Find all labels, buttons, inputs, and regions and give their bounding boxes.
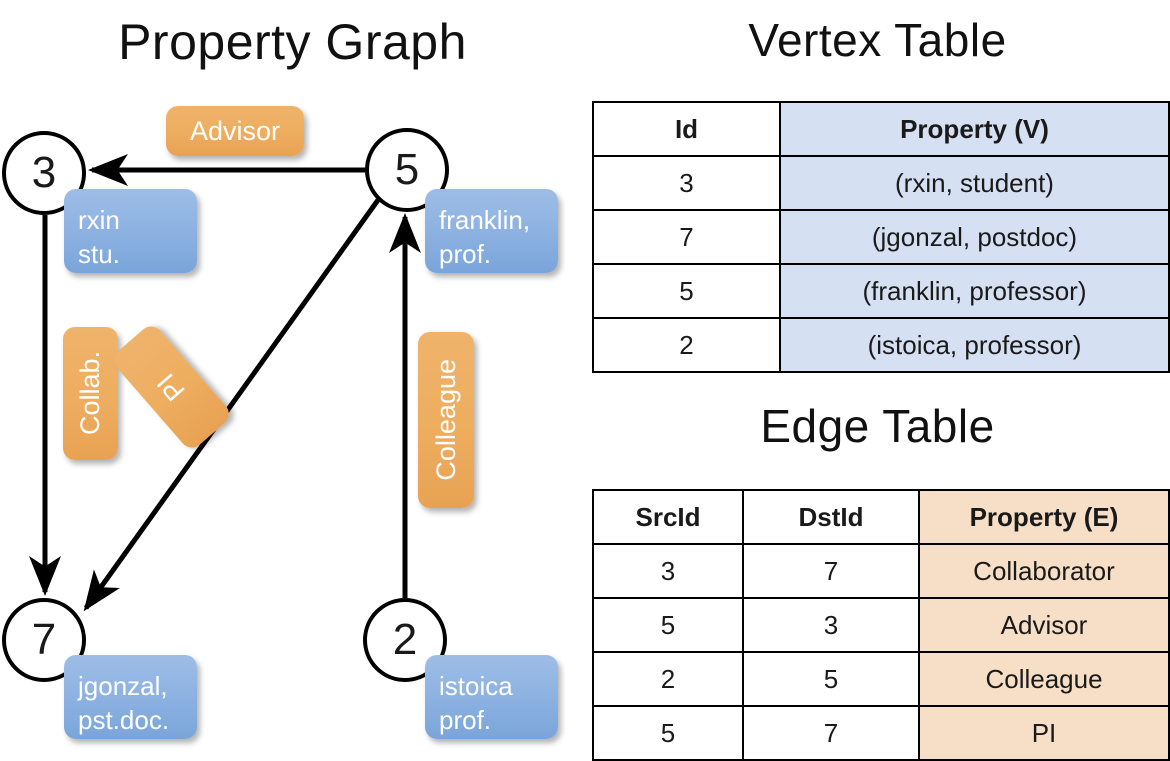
node-property-2-line1: istoica <box>439 671 513 701</box>
node-property-2-line2: prof. <box>439 705 492 735</box>
edge-label-box-advisor: Advisor <box>166 106 304 156</box>
edge-label-text-collab: Collab. <box>75 351 105 436</box>
vertex-row-2-property: (franklin, professor) <box>779 263 1170 319</box>
node-property-box-2: istoica prof. <box>425 655 558 739</box>
graph-node-3-label: 3 <box>31 148 57 197</box>
table-row: 2 (istoica, professor) <box>592 317 1170 373</box>
edge-row-3-dst: 7 <box>742 705 920 761</box>
edge-row-1-src: 5 <box>592 597 744 653</box>
edge-row-0-src: 3 <box>592 543 744 599</box>
page-title-property-graph: Property Graph <box>118 14 467 70</box>
edge-row-0-property: Collaborator <box>918 543 1170 599</box>
edge-arrow-pi <box>83 198 381 612</box>
edge-table: SrcId DstId Property (E) 3 7 Collaborato… <box>592 489 1170 761</box>
edge-label-text-pi: PI <box>151 367 191 407</box>
edge-table-header-dstid: DstId <box>742 489 920 545</box>
table-row: 5 (franklin, professor) <box>592 263 1170 319</box>
edge-row-2-dst: 5 <box>742 651 920 707</box>
table-row: 5 3 Advisor <box>592 597 1170 653</box>
edge-row-1-dst: 3 <box>742 597 920 653</box>
page-title-vertex-table: Vertex Table <box>748 14 1007 66</box>
edge-row-3-property: PI <box>918 705 1170 761</box>
vertex-row-3-id: 2 <box>592 317 781 373</box>
vertex-table: Id Property (V) 3 (rxin, student) 7 (jgo… <box>592 101 1170 373</box>
table-row: 5 7 PI <box>592 705 1170 761</box>
edge-label-box-colleague: Colleague <box>418 332 474 508</box>
edge-row-3-src: 5 <box>592 705 744 761</box>
graph-node-2-label: 2 <box>392 615 418 664</box>
edge-table-header-srcid: SrcId <box>592 489 744 545</box>
node-property-box-7: jgonzal, pst.doc. <box>64 655 197 739</box>
page-title-edge-table: Edge Table <box>760 400 995 452</box>
node-property-box-3: rxin stu. <box>64 189 197 273</box>
vertex-table-header-row: Id Property (V) <box>592 101 1170 157</box>
node-property-5-line1: franklin, <box>439 205 531 235</box>
edge-table-header-row: SrcId DstId Property (E) <box>592 489 1170 545</box>
vertex-row-2-id: 5 <box>592 263 781 319</box>
edge-row-0-dst: 7 <box>742 543 920 599</box>
edge-row-2-property: Colleague <box>918 651 1170 707</box>
table-row: 3 7 Collaborator <box>592 543 1170 599</box>
node-property-7-line1: jgonzal, <box>78 671 168 701</box>
graph-node-5[interactable]: 5 <box>365 128 449 212</box>
edge-label-text-colleague: Colleague <box>430 359 461 481</box>
edge-table-header-property: Property (E) <box>918 489 1170 545</box>
vertex-row-1-id: 7 <box>592 209 781 265</box>
graph-node-7-label: 7 <box>31 615 57 664</box>
graph-node-5-label: 5 <box>394 145 420 194</box>
edge-label-text-advisor: Advisor <box>189 115 281 146</box>
graph-edge-arrows <box>29 154 421 612</box>
vertex-row-3-property: (istoica, professor) <box>779 317 1170 373</box>
edge-row-2-src: 2 <box>592 651 744 707</box>
edge-label-box-collab: Collab. <box>63 327 118 460</box>
vertex-row-0-id: 3 <box>592 155 781 211</box>
vertex-table-header-property: Property (V) <box>779 101 1170 157</box>
table-row: 7 (jgonzal, postdoc) <box>592 209 1170 265</box>
property-graph-diagram: 3 5 7 2 rxin stu. franklin, prof. jgonza… <box>0 0 585 760</box>
table-row: 3 (rxin, student) <box>592 155 1170 211</box>
node-property-3-line2: stu. <box>78 239 120 269</box>
node-property-3-line1: rxin <box>78 205 120 235</box>
vertex-table-header-id: Id <box>592 101 781 157</box>
table-row: 2 5 Colleague <box>592 651 1170 707</box>
node-property-5-line2: prof. <box>439 239 492 269</box>
node-property-7-line2: pst.doc. <box>78 705 170 735</box>
graph-node-2[interactable]: 2 <box>363 598 447 682</box>
vertex-row-1-property: (jgonzal, postdoc) <box>779 209 1170 265</box>
edge-row-1-property: Advisor <box>918 597 1170 653</box>
vertex-row-0-property: (rxin, student) <box>779 155 1170 211</box>
node-property-box-5: franklin, prof. <box>425 189 558 273</box>
